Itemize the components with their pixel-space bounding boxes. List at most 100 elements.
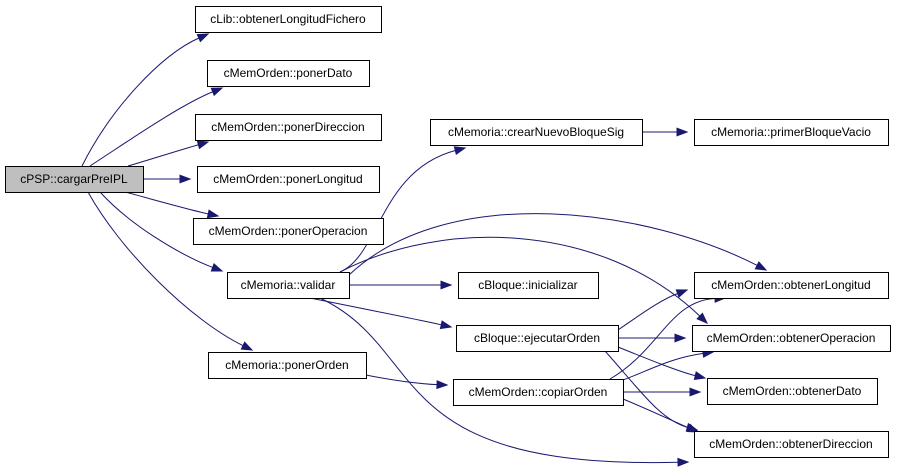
edge-root-to-ponerDir (127, 140, 210, 167)
node-label: cLib::obtenerLongitudFichero (210, 12, 366, 26)
node-box (694, 272, 889, 299)
node-box (707, 378, 878, 405)
node-label: cBloque::ejecutarOrden (474, 331, 600, 345)
node-label: cMemOrden::ponerDireccion (211, 120, 364, 134)
edge-line (365, 374, 439, 386)
arrowhead-icon (436, 380, 449, 390)
node-label: cMemOrden::ponerOperacion (209, 224, 368, 238)
arrowhead-icon (210, 263, 224, 272)
edge-ponerOrden-to-copiar (365, 374, 449, 390)
arrowhead-icon (754, 261, 768, 271)
edge-crear-to-primer (642, 127, 689, 137)
node-inicializar[interactable]: cBloque::inicializar (458, 272, 599, 299)
node-box (458, 272, 599, 299)
node-box (694, 119, 889, 146)
node-obtLong[interactable]: cMemOrden::obtenerLongitud (694, 272, 889, 299)
edge-line (622, 398, 690, 429)
arrowhead-icon (693, 371, 707, 380)
node-ponerOp[interactable]: cMemOrden::ponerOperacion (193, 218, 384, 245)
edge-copiar-to-obtDato (623, 387, 702, 397)
node-box (430, 119, 643, 146)
node-crear[interactable]: cMemoria::crearNuevoBloqueSig (430, 119, 643, 146)
node-ponerDir[interactable]: cMemOrden::ponerDireccion (195, 114, 382, 141)
node-box (193, 218, 384, 245)
edge-line (124, 191, 210, 215)
node-root[interactable]: cPSP::cargarPreIPL (5, 166, 144, 193)
nodes-layer: cPSP::cargarPreIPL cLib::obtenerLongitudF… (5, 6, 891, 458)
node-box (197, 166, 380, 193)
edge-copiar-to-obtDir (622, 398, 700, 433)
node-label: cMemOrden::obtenerLongitud (711, 278, 870, 292)
edge-root-to-validar (99, 191, 224, 272)
node-label: cMemoria::primerBloqueVacio (711, 125, 871, 139)
node-label: cMemOrden::obtenerDato (723, 384, 862, 398)
node-box (195, 6, 382, 33)
arrowhead-icon (696, 312, 709, 324)
edge-root-to-ponerOrden (87, 191, 254, 351)
node-label: cBloque::inicializar (478, 278, 577, 292)
node-box (453, 379, 624, 406)
node-ponerLong[interactable]: cMemOrden::ponerLongitud (197, 166, 380, 193)
node-label: cMemoria::crearNuevoBloqueSig (448, 125, 624, 139)
arrowhead-icon (677, 457, 690, 467)
node-label: cPSP::cargarPreIPL (20, 172, 128, 186)
node-label: cMemOrden::ponerDato (224, 66, 353, 80)
node-box (5, 166, 144, 193)
arrowhead-icon (674, 333, 687, 343)
edge-root-to-ponerDato (89, 87, 224, 167)
node-copiar[interactable]: cMemOrden::copiarOrden (453, 379, 624, 406)
edge-validar-to-crear (339, 146, 467, 273)
node-ponerDato[interactable]: cMemOrden::ponerDato (207, 60, 370, 87)
edge-line (87, 191, 245, 347)
node-box (692, 325, 891, 352)
edge-validar-to-ejecutar (309, 297, 453, 330)
arrowhead-icon (440, 280, 453, 290)
node-box (694, 431, 889, 458)
arrowhead-icon (196, 140, 210, 150)
node-ponerOrden[interactable]: cMemoria::ponerOrden (208, 352, 367, 379)
node-lib[interactable]: cLib::obtenerLongitudFichero (195, 6, 382, 33)
node-label: cMemoria::validar (241, 278, 336, 292)
edge-ejecutar-to-obtLong (617, 289, 689, 331)
edge-ejecutar-to-obtDato (617, 346, 707, 380)
edge-line (617, 346, 697, 377)
node-label: cMemOrden::copiarOrden (469, 385, 608, 399)
arrowhead-icon (210, 87, 224, 97)
edge-root-to-lib (81, 33, 210, 167)
node-box (195, 114, 382, 141)
edge-line (339, 149, 457, 273)
arrowhead-icon (196, 33, 210, 43)
node-obtDir[interactable]: cMemOrden::obtenerDireccion (694, 431, 889, 458)
node-obtDato[interactable]: cMemOrden::obtenerDato (707, 378, 878, 405)
node-label: cMemOrden::obtenerDireccion (709, 437, 872, 451)
arrowhead-icon (206, 209, 220, 219)
edge-line (609, 297, 717, 380)
node-box (207, 60, 370, 87)
node-ejecutar[interactable]: cBloque::ejecutarOrden (456, 325, 619, 352)
node-validar[interactable]: cMemoria::validar (227, 272, 350, 299)
edge-validar-to-obtDir (319, 297, 690, 467)
node-label: cMemOrden::ponerLongitud (213, 172, 362, 186)
edge-line (81, 37, 200, 167)
edge-line (348, 213, 759, 276)
arrowhead-icon (179, 174, 192, 184)
edge-line (319, 297, 680, 464)
node-obtOp[interactable]: cMemOrden::obtenerOperacion (692, 325, 891, 352)
arrowhead-icon (689, 387, 702, 397)
arrowhead-icon (240, 341, 254, 351)
arrowhead-icon (676, 127, 689, 137)
edge-line (127, 143, 200, 167)
arrowhead-icon (453, 146, 467, 156)
edge-root-to-ponerLong (143, 174, 192, 184)
edge-line (309, 297, 443, 326)
node-box (208, 352, 367, 379)
edge-validar-to-obtOp (339, 236, 709, 324)
arrowhead-icon (675, 289, 689, 298)
node-primer[interactable]: cMemoria::primerBloqueVacio (694, 119, 889, 146)
arrowhead-icon (686, 423, 700, 433)
arrowhead-icon (439, 320, 453, 330)
edge-line (99, 191, 214, 269)
edge-root-to-ponerOp (124, 191, 220, 219)
edges-layer (81, 33, 768, 467)
